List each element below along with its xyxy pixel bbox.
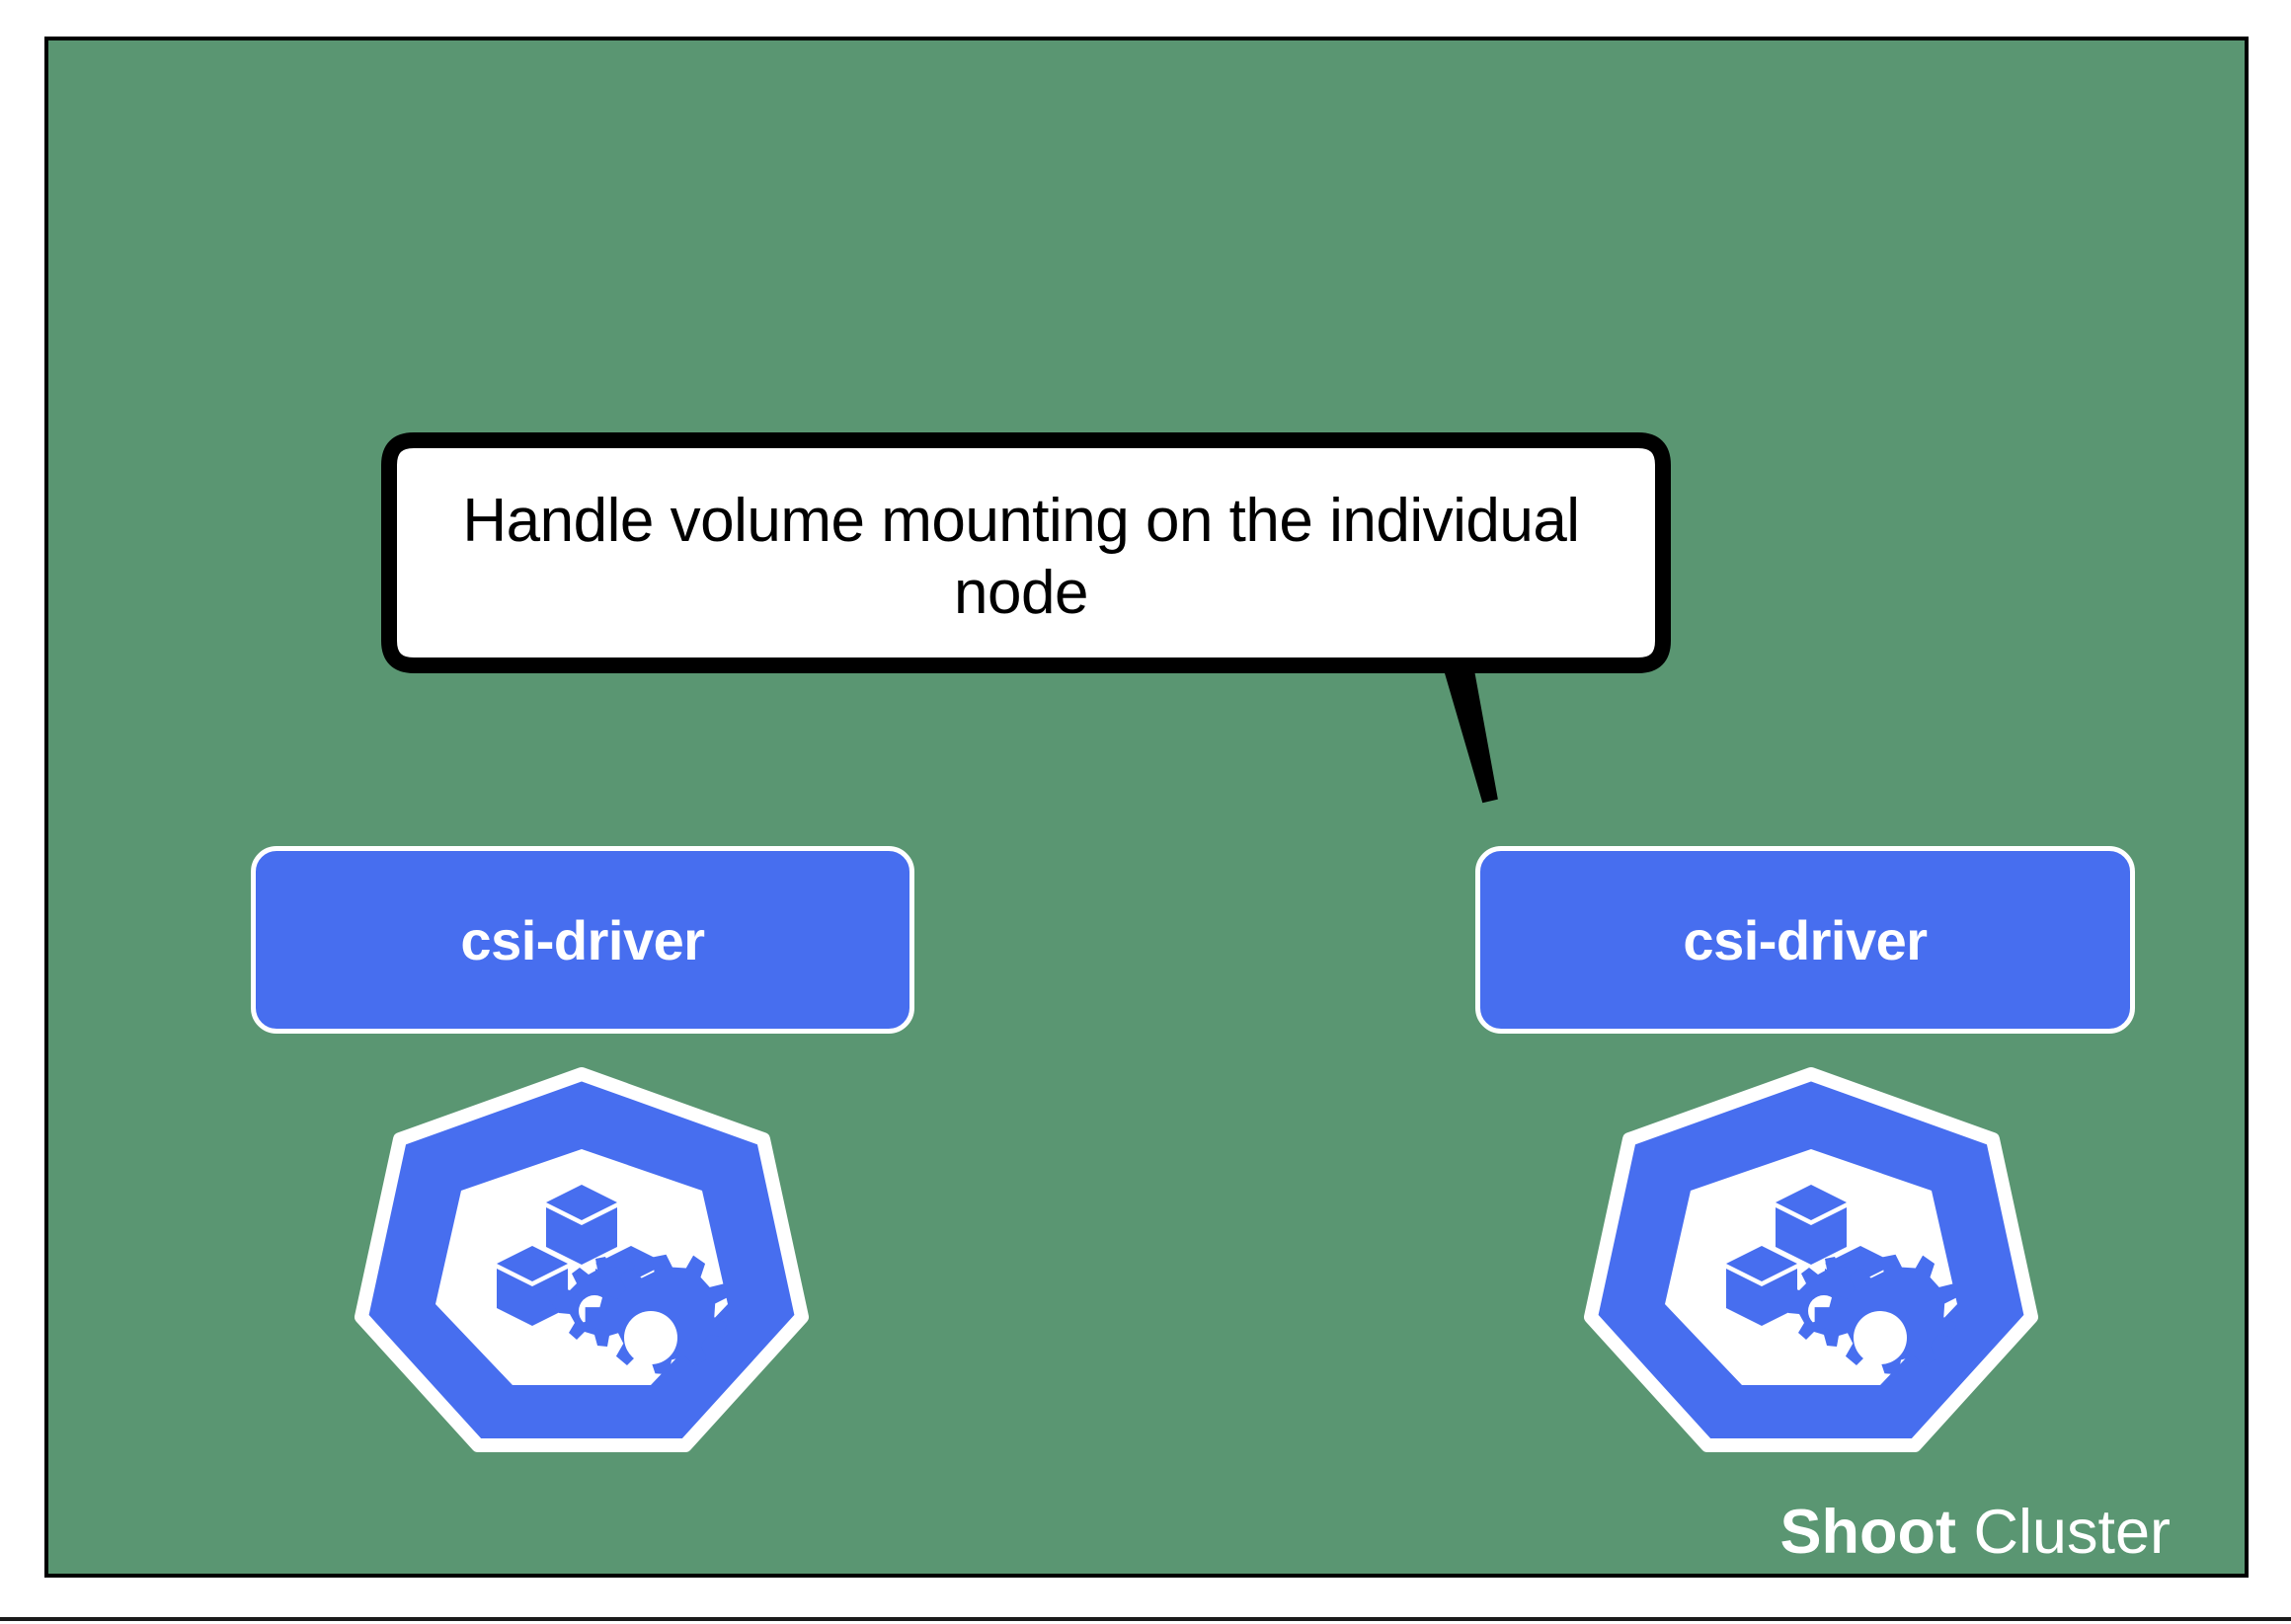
- cluster-caption: Shoot Cluster: [1779, 1497, 2171, 1568]
- cluster-caption-bold: Shoot: [1779, 1498, 1956, 1567]
- csi-driver-box-left[interactable]: csi-driver: [251, 846, 914, 1034]
- callout-bubble-shape: [381, 432, 1671, 804]
- gear-icon: [575, 1254, 729, 1375]
- csi-driver-label: csi-driver: [1683, 908, 1928, 971]
- gear-icon: [1804, 1254, 1958, 1375]
- cube-icon: [546, 1185, 617, 1265]
- callout-bubble: Handle volume mounting on the individual…: [364, 425, 1688, 820]
- shoot-cluster-panel: Handle volume mounting on the individual…: [44, 37, 2249, 1578]
- kubernetes-node-icon-left: [350, 1062, 814, 1457]
- kubernetes-node-icon: [355, 1067, 809, 1452]
- kubernetes-node-icon: [1584, 1067, 2038, 1452]
- bottom-divider: [0, 1617, 2291, 1621]
- cluster-caption-regular: Cluster: [1955, 1498, 2171, 1567]
- kubernetes-node-icon-right: [1579, 1062, 2043, 1457]
- cube-icon: [1776, 1185, 1847, 1265]
- csi-driver-box-right[interactable]: csi-driver: [1475, 846, 2135, 1034]
- csi-driver-label: csi-driver: [460, 908, 705, 971]
